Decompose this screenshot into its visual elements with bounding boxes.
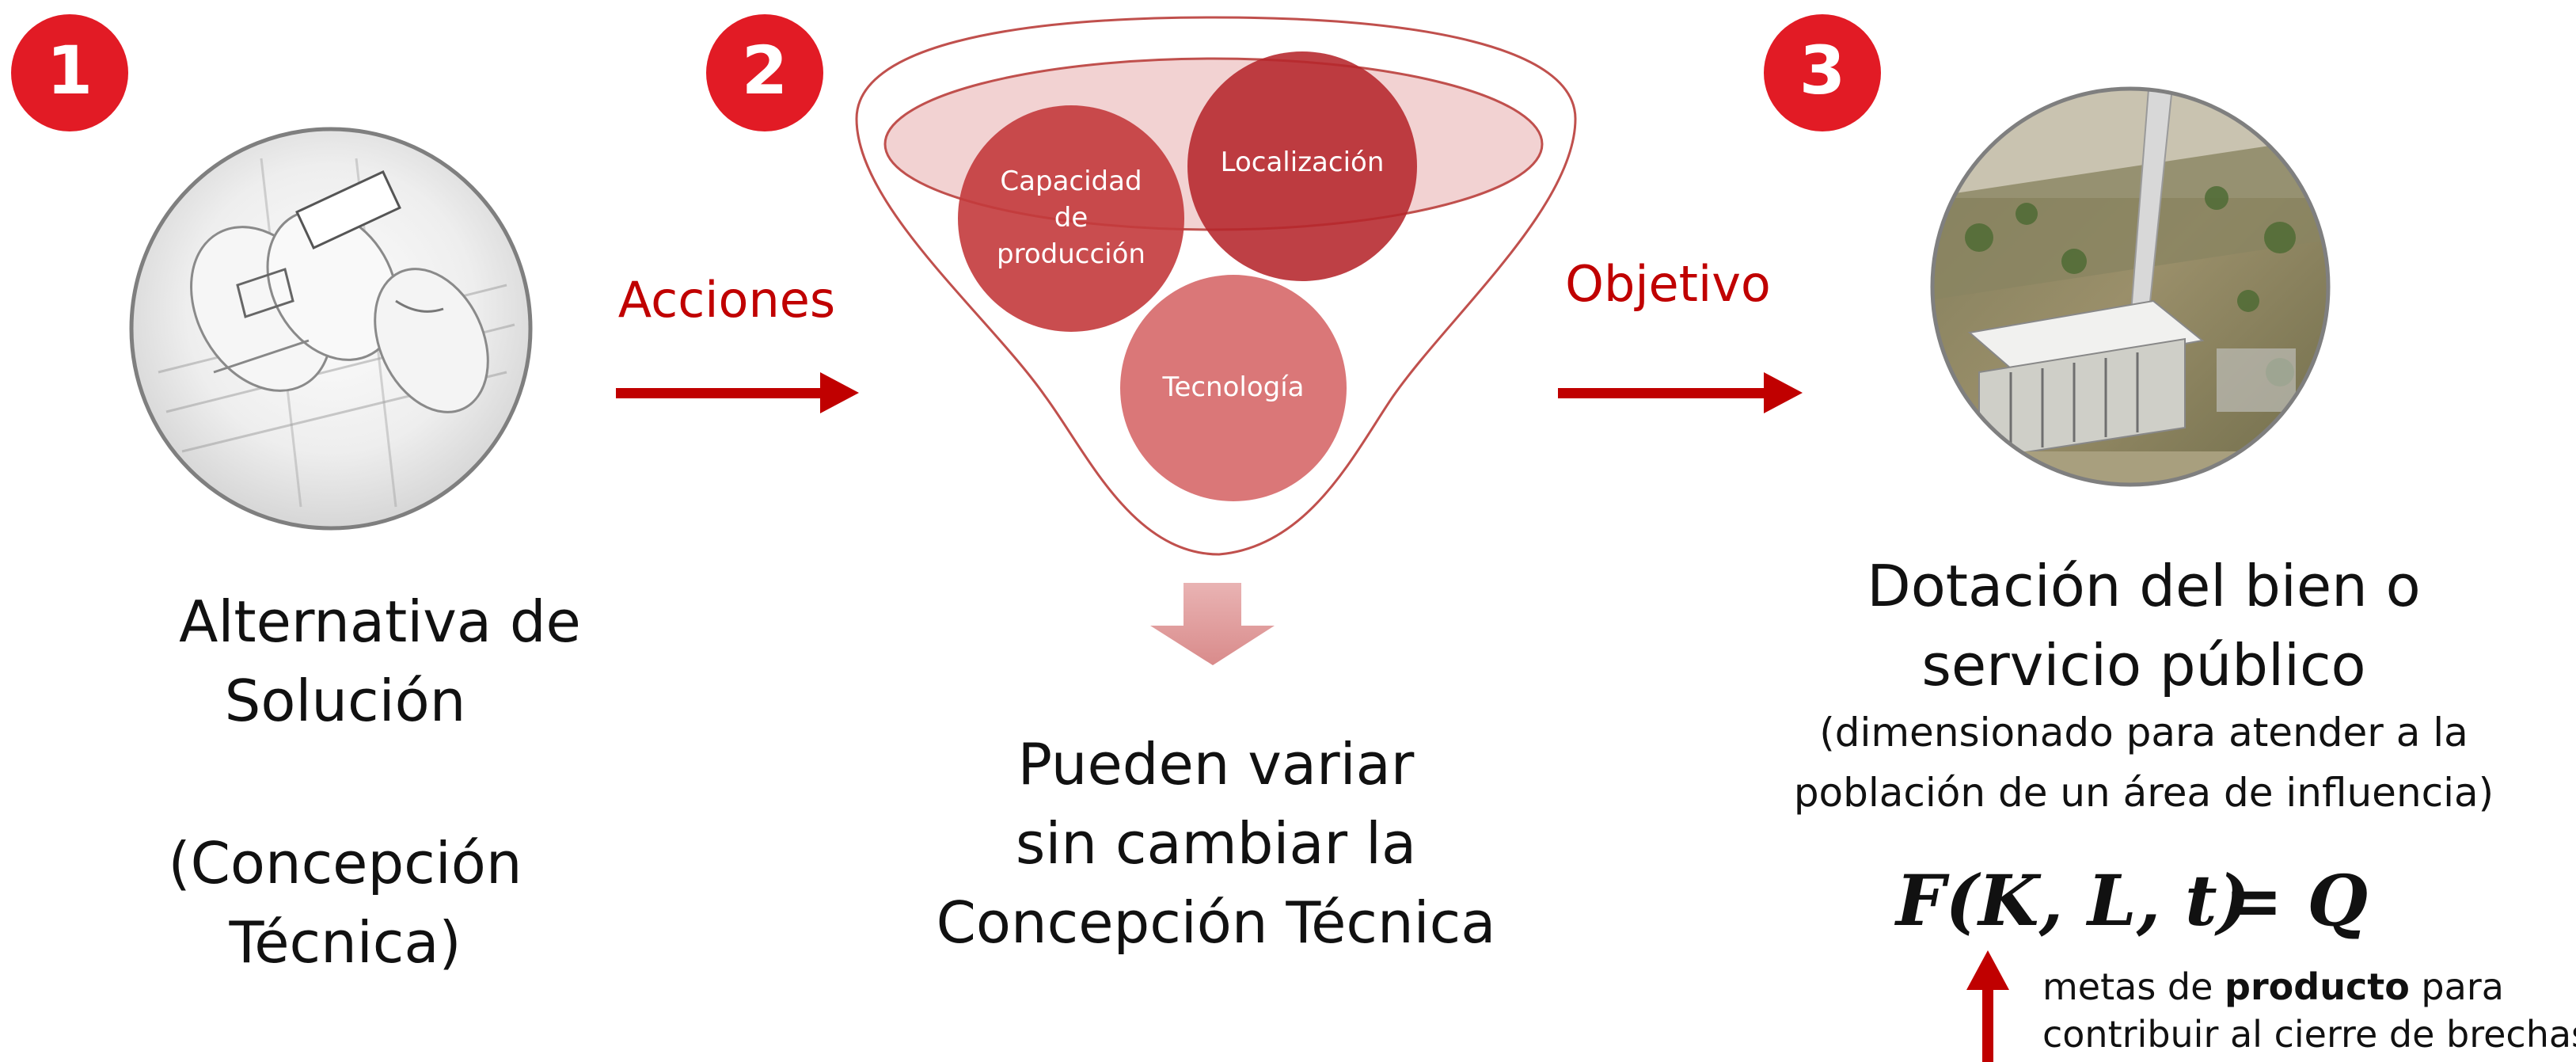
blueprint-rolls-image xyxy=(129,127,533,531)
production-formula: F(K, L, t) = Q xyxy=(1894,859,2368,942)
capacity-label-line1: Capacidad xyxy=(1000,166,1142,197)
step3-title-line2: servicio público xyxy=(1921,632,2365,698)
down-arrow-icon xyxy=(1150,583,1275,665)
capacity-circle: Capacidad de producción xyxy=(958,105,1184,332)
step3-note-line2: población de un área de influencia) xyxy=(1794,770,2494,816)
capacity-label-line2: de xyxy=(1054,202,1089,234)
right-arrow-icon xyxy=(1558,372,1803,413)
technology-label: Tecnología xyxy=(1161,371,1304,403)
objective-connector: Objetivo xyxy=(1558,255,1803,413)
step3-note-line1: (dimensionado para atender a la xyxy=(1819,710,2468,756)
step1-subtitle-line1: (Concepción xyxy=(169,830,522,896)
right-arrow-icon xyxy=(616,372,859,413)
actions-label: Acciones xyxy=(618,271,835,329)
step1-subtitle-line2: Técnica) xyxy=(228,909,461,976)
step1-badge-number: 1 xyxy=(47,32,93,109)
location-label: Localización xyxy=(1221,147,1385,178)
step2-result-line2: sin cambiar la xyxy=(1016,810,1416,877)
goal-suffix: para xyxy=(2410,965,2504,1008)
actions-connector: Acciones xyxy=(616,271,859,413)
step3-badge: 3 xyxy=(1764,14,1881,131)
goal-line2: contribuir al cierre de brechas xyxy=(2042,1013,2576,1056)
step1-badge: 1 xyxy=(11,14,128,131)
formula-lhs: F(K, L, t) xyxy=(1894,859,2250,942)
step2-result: Pueden variar sin cambiar la Concepción … xyxy=(937,731,1496,956)
product-goal-note: metas de producto para contribuir al cie… xyxy=(2042,965,2576,1056)
objective-label: Objetivo xyxy=(1565,255,1771,313)
step2-result-line1: Pueden variar xyxy=(1018,731,1415,797)
step3-title: Dotación del bien o servicio público (di… xyxy=(1794,553,2494,816)
step1-title: Alternativa de Solución (Concepción Técn… xyxy=(169,588,581,976)
up-arrow-icon xyxy=(1966,950,2009,1062)
step3-title-line1: Dotación del bien o xyxy=(1867,553,2420,619)
step2-result-line3: Concepción Técnica xyxy=(937,889,1496,956)
step2-badge: 2 xyxy=(706,14,823,131)
step3-badge-number: 3 xyxy=(1799,32,1845,109)
step1-title-line1: Alternativa de xyxy=(179,588,581,655)
formula-rhs: = Q xyxy=(2225,859,2368,942)
technology-circle: Tecnología xyxy=(1120,275,1347,501)
capacity-label-line3: producción xyxy=(997,238,1146,270)
goal-line1: metas de producto para xyxy=(2042,965,2504,1008)
step1-title-line2: Solución xyxy=(225,668,466,734)
goal-bold: producto xyxy=(2225,965,2410,1008)
pumping-station-photo xyxy=(1930,86,2331,487)
location-circle: Localización xyxy=(1187,51,1417,281)
step2-badge-number: 2 xyxy=(742,32,788,109)
goal-prefix: metas de xyxy=(2042,965,2225,1008)
